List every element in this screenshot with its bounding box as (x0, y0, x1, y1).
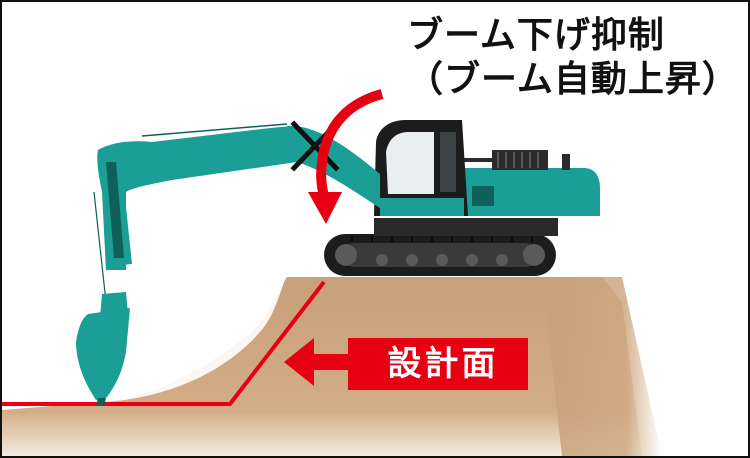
design-surface-label: 設計面 (387, 344, 499, 384)
arm-dark (106, 162, 124, 258)
arm-cylinder-rod (93, 191, 107, 303)
cab-lower-panel (380, 198, 464, 216)
cab-window (386, 132, 434, 194)
down-arrow-icon (308, 192, 342, 224)
excavation-cut (106, 280, 285, 402)
handrail (458, 158, 492, 162)
bucket (76, 308, 130, 400)
design-surface-line (2, 280, 326, 406)
grille-lines (497, 152, 539, 168)
bucket-teeth (96, 398, 106, 406)
exhaust-pipe (562, 154, 570, 170)
track-links (351, 236, 533, 242)
boom-cylinder-rod (141, 123, 288, 137)
caption: ブーム下げ抑制 （ブーム自動上昇） (407, 14, 742, 102)
swing-base (374, 218, 558, 236)
left-arrow-icon (284, 338, 362, 386)
track-rollers (335, 244, 545, 266)
side-panel (472, 186, 494, 206)
down-arrow-shaft (316, 89, 384, 198)
engine-grille (492, 150, 548, 170)
boom (97, 125, 380, 270)
caption-line-2: （ブーム自動上昇） (407, 59, 739, 100)
cab-rear-window (440, 132, 456, 192)
soil-fade (542, 277, 662, 456)
design-surface-label-box (348, 338, 528, 390)
caption-line-1: ブーム下げ抑制 (407, 15, 665, 56)
